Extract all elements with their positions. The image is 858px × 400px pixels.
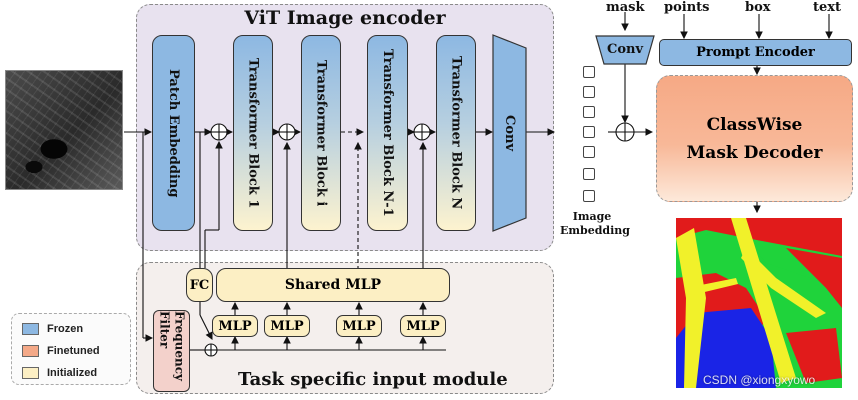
watermark: CSDN @xiongxyowo — [703, 373, 816, 387]
mask-conv-label: Conv — [606, 42, 644, 57]
classwise-mask-decoder-block: ClassWise Mask Decoder — [656, 75, 853, 202]
legend-label-frozen: Frozen — [47, 323, 84, 335]
patch-embedding-block: Patch Embedding — [152, 35, 195, 231]
decoder-title-line2: Mask Decoder — [686, 142, 823, 163]
mlp-block-4: MLP — [400, 315, 446, 337]
mlp-block-1: MLP — [212, 315, 258, 337]
embedding-token — [583, 190, 595, 202]
task-module-title: Task specific input module — [238, 369, 508, 390]
legend-item-frozen: Frozen — [22, 318, 120, 340]
embedding-token — [583, 86, 595, 98]
transformer-block-i-label: Transformer Block i — [313, 59, 329, 207]
transformer-block-i: Transformer Block i — [301, 35, 341, 231]
image-embedding-line2: Embedding — [560, 224, 630, 237]
embedding-token — [583, 168, 595, 180]
patch-embedding-label: Patch Embedding — [166, 68, 181, 198]
legend-swatch-finetuned — [22, 345, 39, 357]
prompt-points-label: points — [664, 0, 710, 15]
legend-label-initialized: Initialized — [47, 367, 98, 379]
transformer-block-1: Transformer Block 1 — [233, 35, 273, 231]
decoder-title-line1: ClassWise — [706, 114, 803, 135]
legend-item-finetuned: Finetuned — [22, 340, 120, 362]
prompt-encoder-label: Prompt Encoder — [696, 45, 815, 60]
prompt-mask-label: mask — [606, 0, 645, 15]
vit-encoder-panel — [136, 4, 554, 251]
legend-swatch-frozen — [22, 323, 39, 335]
legend-item-initialized: Initialized — [22, 362, 120, 384]
segmentation-output-map — [676, 218, 842, 388]
mlp-block-3: MLP — [336, 315, 382, 337]
shared-mlp-block: Shared MLP — [216, 268, 450, 302]
prompt-encoder-block: Prompt Encoder — [659, 39, 852, 66]
transformer-block-n-1-label: Transformer Block N-1 — [380, 49, 395, 217]
mask-conv-shape — [595, 35, 655, 65]
embedding-token — [583, 106, 595, 118]
mlp-block-2: MLP — [264, 315, 310, 337]
vit-encoder-title: ViT Image encoder — [244, 7, 446, 29]
conv-label: Conv — [502, 114, 517, 152]
fc-label: FC — [189, 277, 210, 293]
transformer-block-n-1: Transformer Block N-1 — [367, 35, 408, 231]
transformer-block-1-label: Transformer Block 1 — [245, 57, 261, 209]
shared-mlp-label: Shared MLP — [284, 277, 382, 293]
image-embedding-line1: Image — [572, 210, 612, 223]
embedding-token — [583, 146, 595, 158]
transformer-block-n: Transformer Block N — [436, 35, 476, 231]
prompt-text-label: text — [813, 0, 842, 15]
input-satellite-image — [5, 70, 123, 190]
frequency-filter-label: Frequency Filter — [157, 311, 187, 382]
fc-block: FC — [186, 268, 213, 302]
frequency-filter-block: Frequency Filter — [153, 310, 190, 392]
legend-swatch-initialized — [22, 367, 39, 379]
embedding-token — [583, 126, 595, 138]
legend-label-finetuned: Finetuned — [47, 345, 100, 357]
image-embedding-label: Image Embedding — [560, 210, 630, 238]
conv-block-shape — [492, 34, 527, 232]
prompt-box-label: box — [745, 0, 771, 15]
embedding-token — [583, 66, 595, 78]
legend-box: Frozen Finetuned Initialized — [11, 313, 131, 385]
transformer-block-n-label: Transformer Block N — [448, 56, 464, 210]
